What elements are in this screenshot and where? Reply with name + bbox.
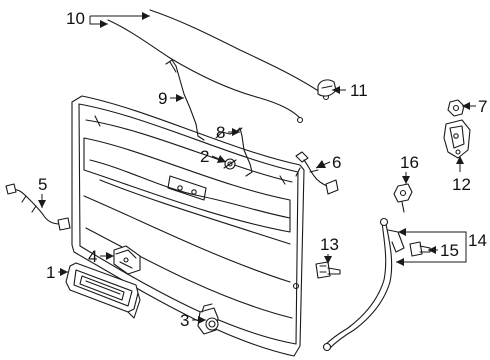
callout-6: 6	[332, 153, 341, 172]
wiring-harness-6	[295, 151, 339, 195]
callout-11: 11	[350, 81, 368, 100]
callout-12: 12	[452, 175, 471, 194]
callout-9: 9	[158, 89, 167, 108]
callout-2: 2	[200, 147, 209, 166]
callout-4: 4	[88, 247, 97, 266]
callout-15: 15	[440, 241, 459, 260]
callout-8: 8	[216, 123, 225, 142]
bolt-13	[315, 261, 341, 279]
callout-1: 1	[46, 263, 55, 282]
clip-2	[223, 158, 237, 170]
support-cable	[322, 217, 405, 352]
bolt-16	[393, 183, 413, 213]
cable-10	[107, 9, 330, 124]
callout-5: 5	[38, 175, 47, 194]
nut-7	[447, 99, 465, 117]
clip-11	[317, 79, 337, 97]
callout-13: 13	[320, 235, 339, 254]
camera	[197, 303, 219, 335]
latch-switch	[113, 245, 141, 275]
hinge-bracket	[443, 119, 471, 159]
callout-3: 3	[180, 311, 189, 330]
wiring-harness-5	[5, 183, 71, 231]
callout-14: 14	[468, 231, 487, 250]
rod-9	[165, 59, 205, 141]
bolt-15	[409, 241, 431, 257]
callout-7: 7	[478, 97, 487, 116]
callout-16: 16	[400, 153, 419, 172]
leader-lines	[38, 12, 476, 324]
callout-numbers: 10 11 9 8 7 2 6 16 12 5 4 13 14 15 1 3	[38, 9, 487, 330]
callout-10: 10	[66, 9, 85, 28]
handle-bezel	[65, 262, 141, 319]
